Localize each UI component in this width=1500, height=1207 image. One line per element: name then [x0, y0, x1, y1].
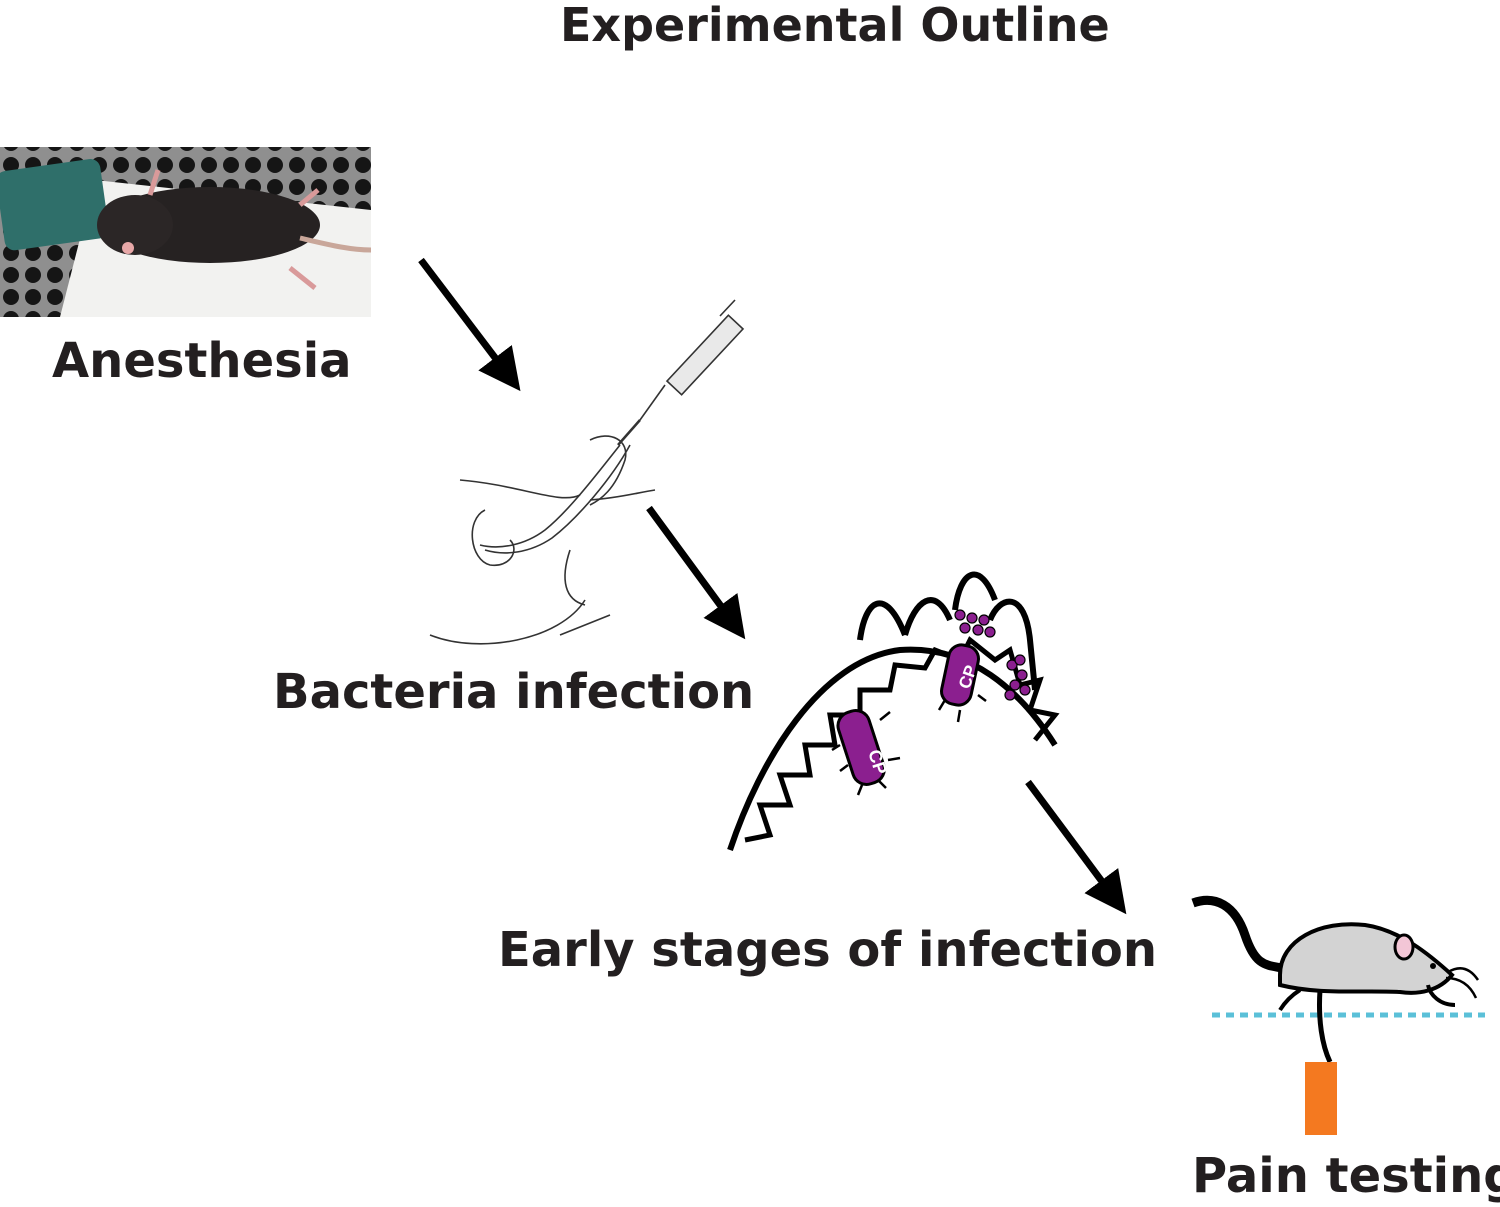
step-label-early-infection: Early stages of infection: [498, 922, 1158, 978]
step-label-pain-testing: Pain testing: [1192, 1148, 1500, 1204]
bladder-bacteria-icon: CP CP: [727, 571, 1060, 851]
von-frey-mouse-icon: [1191, 895, 1485, 1135]
arrow-icon: [646, 505, 746, 640]
arrow-icon: [1025, 779, 1127, 915]
syringe-catheter-icon: [429, 299, 745, 645]
von-frey-filament: [1305, 1062, 1337, 1135]
step-label-bacteria-infection: Bacteria infection: [273, 664, 755, 720]
mouse-photo: [0, 147, 372, 317]
diagram-title: Experimental Outline: [560, 0, 1110, 52]
arrow-icon: [418, 257, 521, 392]
step-label-anesthesia: Anesthesia: [52, 333, 352, 389]
